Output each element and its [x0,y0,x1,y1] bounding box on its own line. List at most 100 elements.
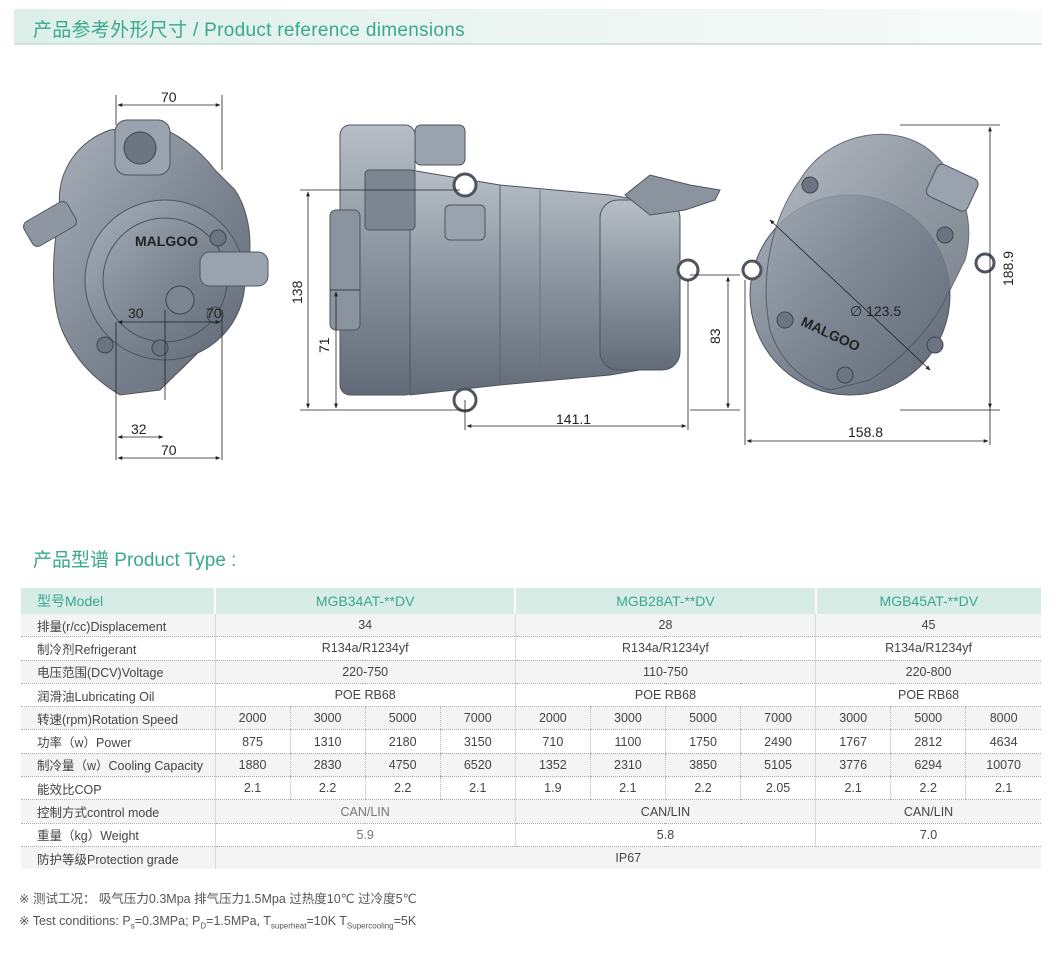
table-row: 功率（w）Power 875 1310 2180 3150 710 1100 1… [21,729,1041,754]
table-cell: CAN/LIN [815,799,1041,824]
table-cell: 2180 [364,729,441,754]
table-cell: 3000 [589,706,666,731]
dim-rear-height: 188.9 [1000,251,1016,286]
table-row: 润滑油Lubricating Oil POE RB68 POE RB68 POE… [21,683,1041,708]
table-cell: 34 [214,614,516,638]
row-label: 控制方式control mode [21,799,215,824]
table-cell: 8000 [965,706,1041,731]
table-cell: 1880 [214,753,291,778]
table-cell: 2000 [214,706,291,731]
table-cell: 5.8 [514,823,816,847]
row-label: 防护等级Protection grade [21,846,215,870]
page-title: 产品参考外形尺寸 / Product reference dimensions [33,20,465,41]
table-cell: 2.05 [740,776,816,801]
table-cell: POE RB68 [214,683,516,708]
table-cell: 2310 [589,753,666,778]
side-view-drawing [329,124,721,413]
table-cell: 3150 [439,729,516,754]
table-cell: 7000 [740,706,816,731]
side-view-dimensions [300,189,740,430]
table-row: 转速(rpm)Rotation Speed 2000 3000 5000 700… [21,706,1041,731]
dim-front-top: 70 [161,89,177,105]
dim-front-low: 32 [131,421,147,437]
table-cell: 3000 [289,706,366,731]
table-cell: 3776 [815,753,891,778]
table-cell: 110-750 [514,660,816,684]
table-cell: 5105 [740,753,816,778]
table-cell: 5.9 [214,823,516,847]
rear-view-dimensions [744,124,1000,445]
note-subscript: Supercooling [346,921,394,931]
table-row: 排量(r/cc)Displacement 34 28 45 [21,614,1041,638]
table-cell: 7.0 [815,823,1041,847]
dim-front-bottom: 70 [161,442,177,458]
table-cell: 1310 [289,729,366,754]
table-cell: 2.2 [890,776,966,801]
table-row: 防护等级Protection grade IP67 [21,846,1041,870]
row-label: 转速(rpm)Rotation Speed [21,706,215,731]
brand-mark: MALGOO [135,233,198,249]
table-cell: 2.1 [439,776,516,801]
row-label: 功率（w）Power [21,729,215,754]
table-cell: 1.9 [514,776,591,801]
table-cell: 2.1 [965,776,1041,801]
note-text: =5K [393,914,417,928]
note-text: =10K T [306,914,347,928]
table-cell: 2.2 [364,776,441,801]
table-cell: 2812 [890,729,966,754]
note-chinese: ※ 测试工况： 吸气压力0.3Mpa 排气压力1.5Mpa 过热度10℃ 过冷度… [19,892,417,906]
dim-rear-diameter: ∅ 123.5 [850,303,901,319]
dim-side-height-low: 71 [316,337,332,353]
table-row: 制冷剂Refrigerant R134a/R1234yf R134a/R1234… [21,636,1041,661]
table-cell: POE RB68 [514,683,816,708]
table-cell: 2.2 [289,776,366,801]
test-conditions-notes: ※ 测试工况： 吸气压力0.3Mpa 排气压力1.5Mpa 过热度10℃ 过冷度… [19,888,417,938]
table-cell: CAN/LIN [514,799,816,824]
table-header-row: 型号Model MGB34AT-**DV MGB28AT-**DV MGB45A… [21,588,1041,614]
row-label: 润滑油Lubricating Oil [21,683,215,708]
row-label: 制冷剂Refrigerant [21,636,215,661]
table-cell: 220-800 [815,660,1041,684]
table-cell: 2.1 [589,776,666,801]
table-cell: 4634 [965,729,1041,754]
table-cell: 3000 [815,706,891,731]
model-header: MGB45AT-**DV [814,588,1041,614]
table-cell: CAN/LIN [214,799,516,824]
dim-front-mid-left: 30 [128,305,144,321]
table-cell: 6520 [439,753,516,778]
row-label: 重量（kg）Weight [21,823,215,847]
note-text: ※ Test conditions: P [19,914,131,928]
table-cell: 5000 [890,706,966,731]
table-cell: 2830 [289,753,366,778]
dimension-drawings: MALGOO 70 30 70 32 70 [23,89,1016,460]
row-label: 型号Model [21,588,215,614]
header-banner: 产品参考外形尺寸 / Product reference dimensions [14,9,1042,45]
table-cell: POE RB68 [815,683,1041,708]
table-cell: 2.1 [815,776,891,801]
table-row: 能效比COP 2.1 2.2 2.2 2.1 1.9 2.1 2.2 2.05 … [21,776,1041,801]
table-cell: 7000 [439,706,516,731]
table-cell: 28 [514,614,816,638]
table-cell: IP67 [214,846,1041,870]
table-cell: R134a/R1234yf [214,636,516,661]
dim-side-right: 83 [707,328,723,344]
table-cell: 3850 [664,753,741,778]
row-label: 排量(r/cc)Displacement [21,614,215,638]
spec-table: 型号Model MGB34AT-**DV MGB28AT-**DV MGB45A… [21,588,1041,870]
table-cell: 875 [214,729,291,754]
table-cell: 2.1 [214,776,291,801]
dim-rear-width: 158.8 [848,424,883,440]
dim-side-length: 141.1 [556,411,591,427]
section-title: 产品型谱 Product Type : [33,550,237,571]
table-cell: 10070 [965,753,1041,778]
table-cell: 1352 [514,753,591,778]
table-cell: 4750 [364,753,441,778]
note-text: =1.5MPa, T [206,914,271,928]
rear-view-drawing: MALGOO [741,133,996,396]
front-view-drawing: MALGOO [23,119,269,396]
table-cell: 710 [514,729,591,754]
note-subscript: D [200,921,207,931]
table-cell: R134a/R1234yf [514,636,816,661]
table-cell: 220-750 [214,660,516,684]
table-row: 控制方式control mode CAN/LIN CAN/LIN CAN/LIN [21,799,1041,824]
